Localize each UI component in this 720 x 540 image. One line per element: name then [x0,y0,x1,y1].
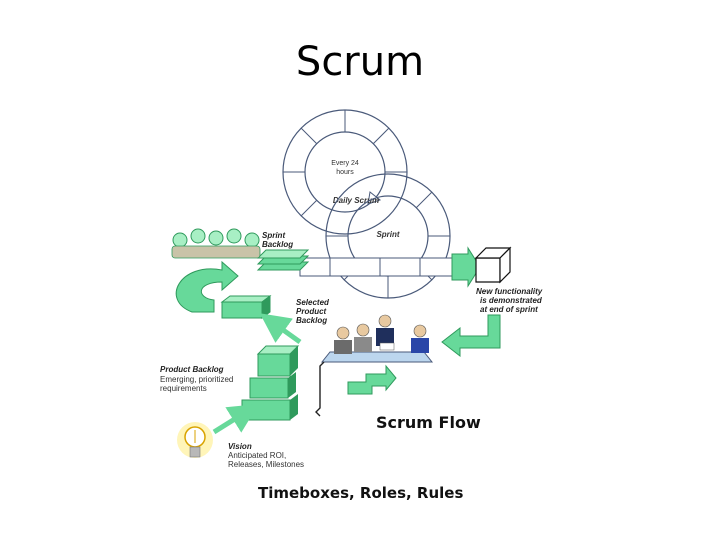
new-functionality-label-1: New functionality [476,287,543,296]
product-increment-cube [474,246,512,284]
sprint-backlog-label-1: Sprint [262,231,285,240]
timeboxes-roles-rules-label: Timeboxes, Roles, Rules [258,484,463,502]
arrow-to-new-functionality [451,246,481,288]
slide-title: Scrum [295,39,425,85]
selected-backlog-box [220,295,272,319]
arrow-team-to-sprint [347,364,397,395]
light-bulb-icon [177,422,213,458]
scrum-flow-title: Scrum Flow [376,413,481,432]
daily-cycle-ring [282,109,408,235]
sprint-backlog-label-2: Backlog [262,240,293,249]
vision-title: Vision [228,442,252,451]
vision-line-1: Anticipated ROI, [228,451,286,460]
product-backlog-line-1: Emerging, prioritized [160,375,233,384]
new-functionality-label-2: is demonstrated [480,296,543,305]
every-24-hours-label-2: hours [336,169,354,176]
arrow-vision-to-backlog [212,404,259,435]
timeline-bracket [315,361,325,417]
product-backlog-line-2: requirements [160,384,207,393]
sprint-backlog-stack [256,249,310,271]
product-backlog-title: Product Backlog [160,365,224,374]
every-24-hours-label-1: Every 24 [331,160,359,167]
team-meeting-illustration [320,314,434,363]
sprint-label: Sprint [376,230,399,239]
team-people-cluster [171,228,261,259]
left-loop-arrow [175,260,239,313]
vision-line-2: Releases, Milestones [228,460,304,469]
product-backlog-stack [241,345,300,421]
selected-backlog-label-2: Product [296,307,327,316]
selected-backlog-label-1: Selected [296,298,330,307]
arrow-back-to-team [441,314,501,358]
selected-backlog-label-3: Backlog [296,316,327,325]
arrow-product-to-selected [259,313,302,345]
daily-scrum-label: Daily Scrum [333,196,379,205]
sprint-flow-band [299,257,461,277]
new-functionality-label-3: at end of sprint [480,305,538,314]
